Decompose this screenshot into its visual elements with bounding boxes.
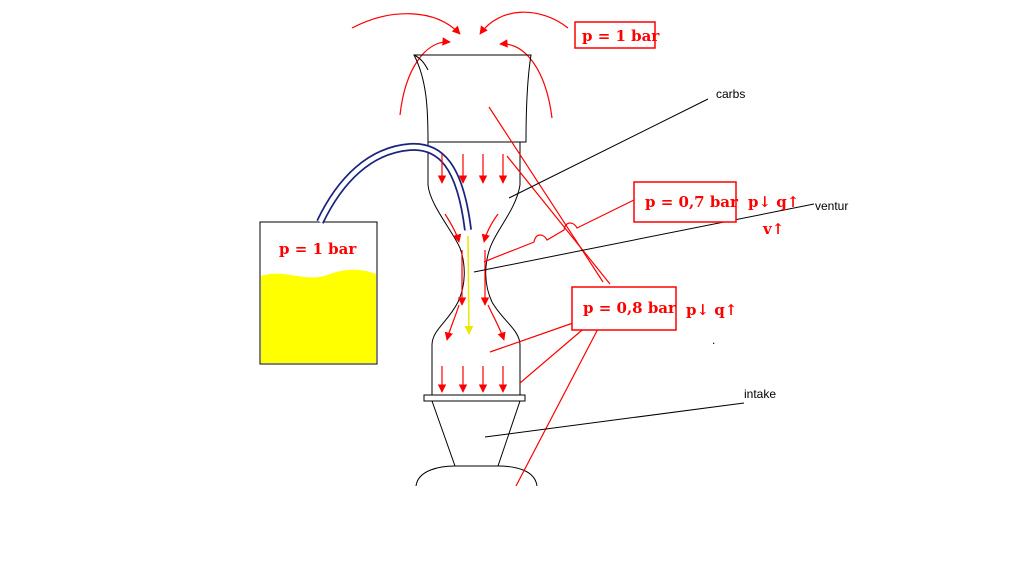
carbs-label: carbs <box>716 87 745 101</box>
fuel-tank <box>259 221 378 365</box>
red-leader-lines <box>483 106 635 487</box>
flow-arrows <box>437 154 508 393</box>
venturi-note-line1: p↓ q↑ <box>748 193 799 211</box>
lower-pressure-text: p = 0,8 bar <box>583 299 677 317</box>
venturi-label: ventur <box>815 199 848 213</box>
venturi-pressure-text: p = 0,7 bar <box>645 193 739 211</box>
carburetor-body <box>413 54 538 487</box>
label-lower-pressure: p = 0,8 bar <box>571 286 677 331</box>
venturi-note-line2: v↑ <box>762 220 784 238</box>
label-venturi-pressure: p = 0,7 bar <box>633 181 739 223</box>
lower-note: p↓ q↑ <box>686 301 737 319</box>
stray-dot: . <box>712 333 715 347</box>
label-top-pressure: p = 1 bar <box>574 21 660 49</box>
black-leader-lines <box>473 98 815 438</box>
intake-label: intake <box>744 387 776 401</box>
tank-pressure-text: p = 1 bar <box>279 240 357 258</box>
top-pressure-text: p = 1 bar <box>582 27 660 45</box>
fuel-hose <box>316 142 472 231</box>
fuel-jet-arrow <box>464 235 474 335</box>
intake-air-arrows <box>351 11 569 119</box>
